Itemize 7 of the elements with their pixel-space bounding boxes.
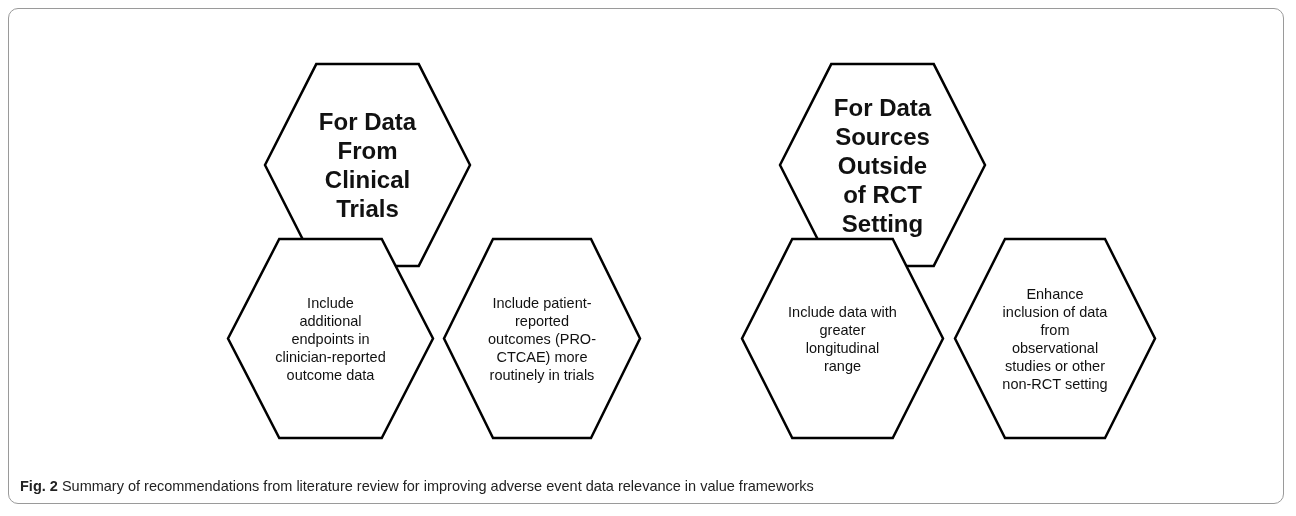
recommendation-text: Include data with greater longitudinal range <box>787 302 898 375</box>
recommendation-text: Enhance inclusion of data from observational studies or other non-RCT setting <box>1001 284 1109 393</box>
figure-caption: Fig. 2 Summary of recommendations from literature review for improving adverse event data relevance in value frameworks <box>20 478 814 494</box>
recommendation-text: Include patient-reported outcomes (PRO-CTCAE) more routinely in trials <box>487 293 597 384</box>
recommendation-text: Include additional endpoints in clinician-reported outcome data <box>274 293 387 384</box>
heading-text: For Data Sources Outside of RCT Setting <box>832 92 933 238</box>
heading-text: For Data From Clinical Trials <box>317 107 418 223</box>
